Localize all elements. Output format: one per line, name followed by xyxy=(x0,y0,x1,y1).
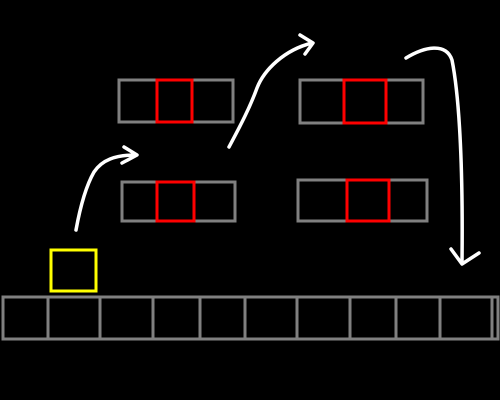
floor xyxy=(1,295,500,341)
arrow-curve-3 xyxy=(404,46,464,264)
floor-tile xyxy=(243,295,299,341)
platform-body xyxy=(120,180,237,223)
platform-body xyxy=(117,78,235,124)
platform xyxy=(298,78,425,125)
floor-tile xyxy=(198,295,247,341)
floor-tile xyxy=(295,295,352,341)
platform-body xyxy=(296,178,429,223)
arrow-curve-1 xyxy=(74,153,138,232)
floor-tile xyxy=(46,295,102,341)
platform xyxy=(117,78,235,124)
path-arrows xyxy=(74,33,481,266)
hazard-block xyxy=(155,180,196,223)
hazard-block xyxy=(342,78,388,125)
arrow-head-2 xyxy=(298,33,315,56)
hazard-block xyxy=(155,78,194,124)
floor-tile xyxy=(490,295,500,341)
arrow-head-3 xyxy=(449,247,481,266)
floor-tile xyxy=(438,295,494,341)
platform xyxy=(296,178,429,223)
floor-tile xyxy=(1,295,50,341)
floor-tile xyxy=(151,295,202,341)
hazard-block xyxy=(345,178,391,223)
platform xyxy=(120,180,237,223)
platform-body xyxy=(298,78,425,125)
arrow-head-1 xyxy=(120,145,139,165)
floor-tile xyxy=(348,295,398,341)
floor-tile xyxy=(98,295,155,341)
player-block[interactable] xyxy=(49,248,98,293)
floor-tile xyxy=(394,295,442,341)
arrow-curve-2 xyxy=(227,41,314,149)
